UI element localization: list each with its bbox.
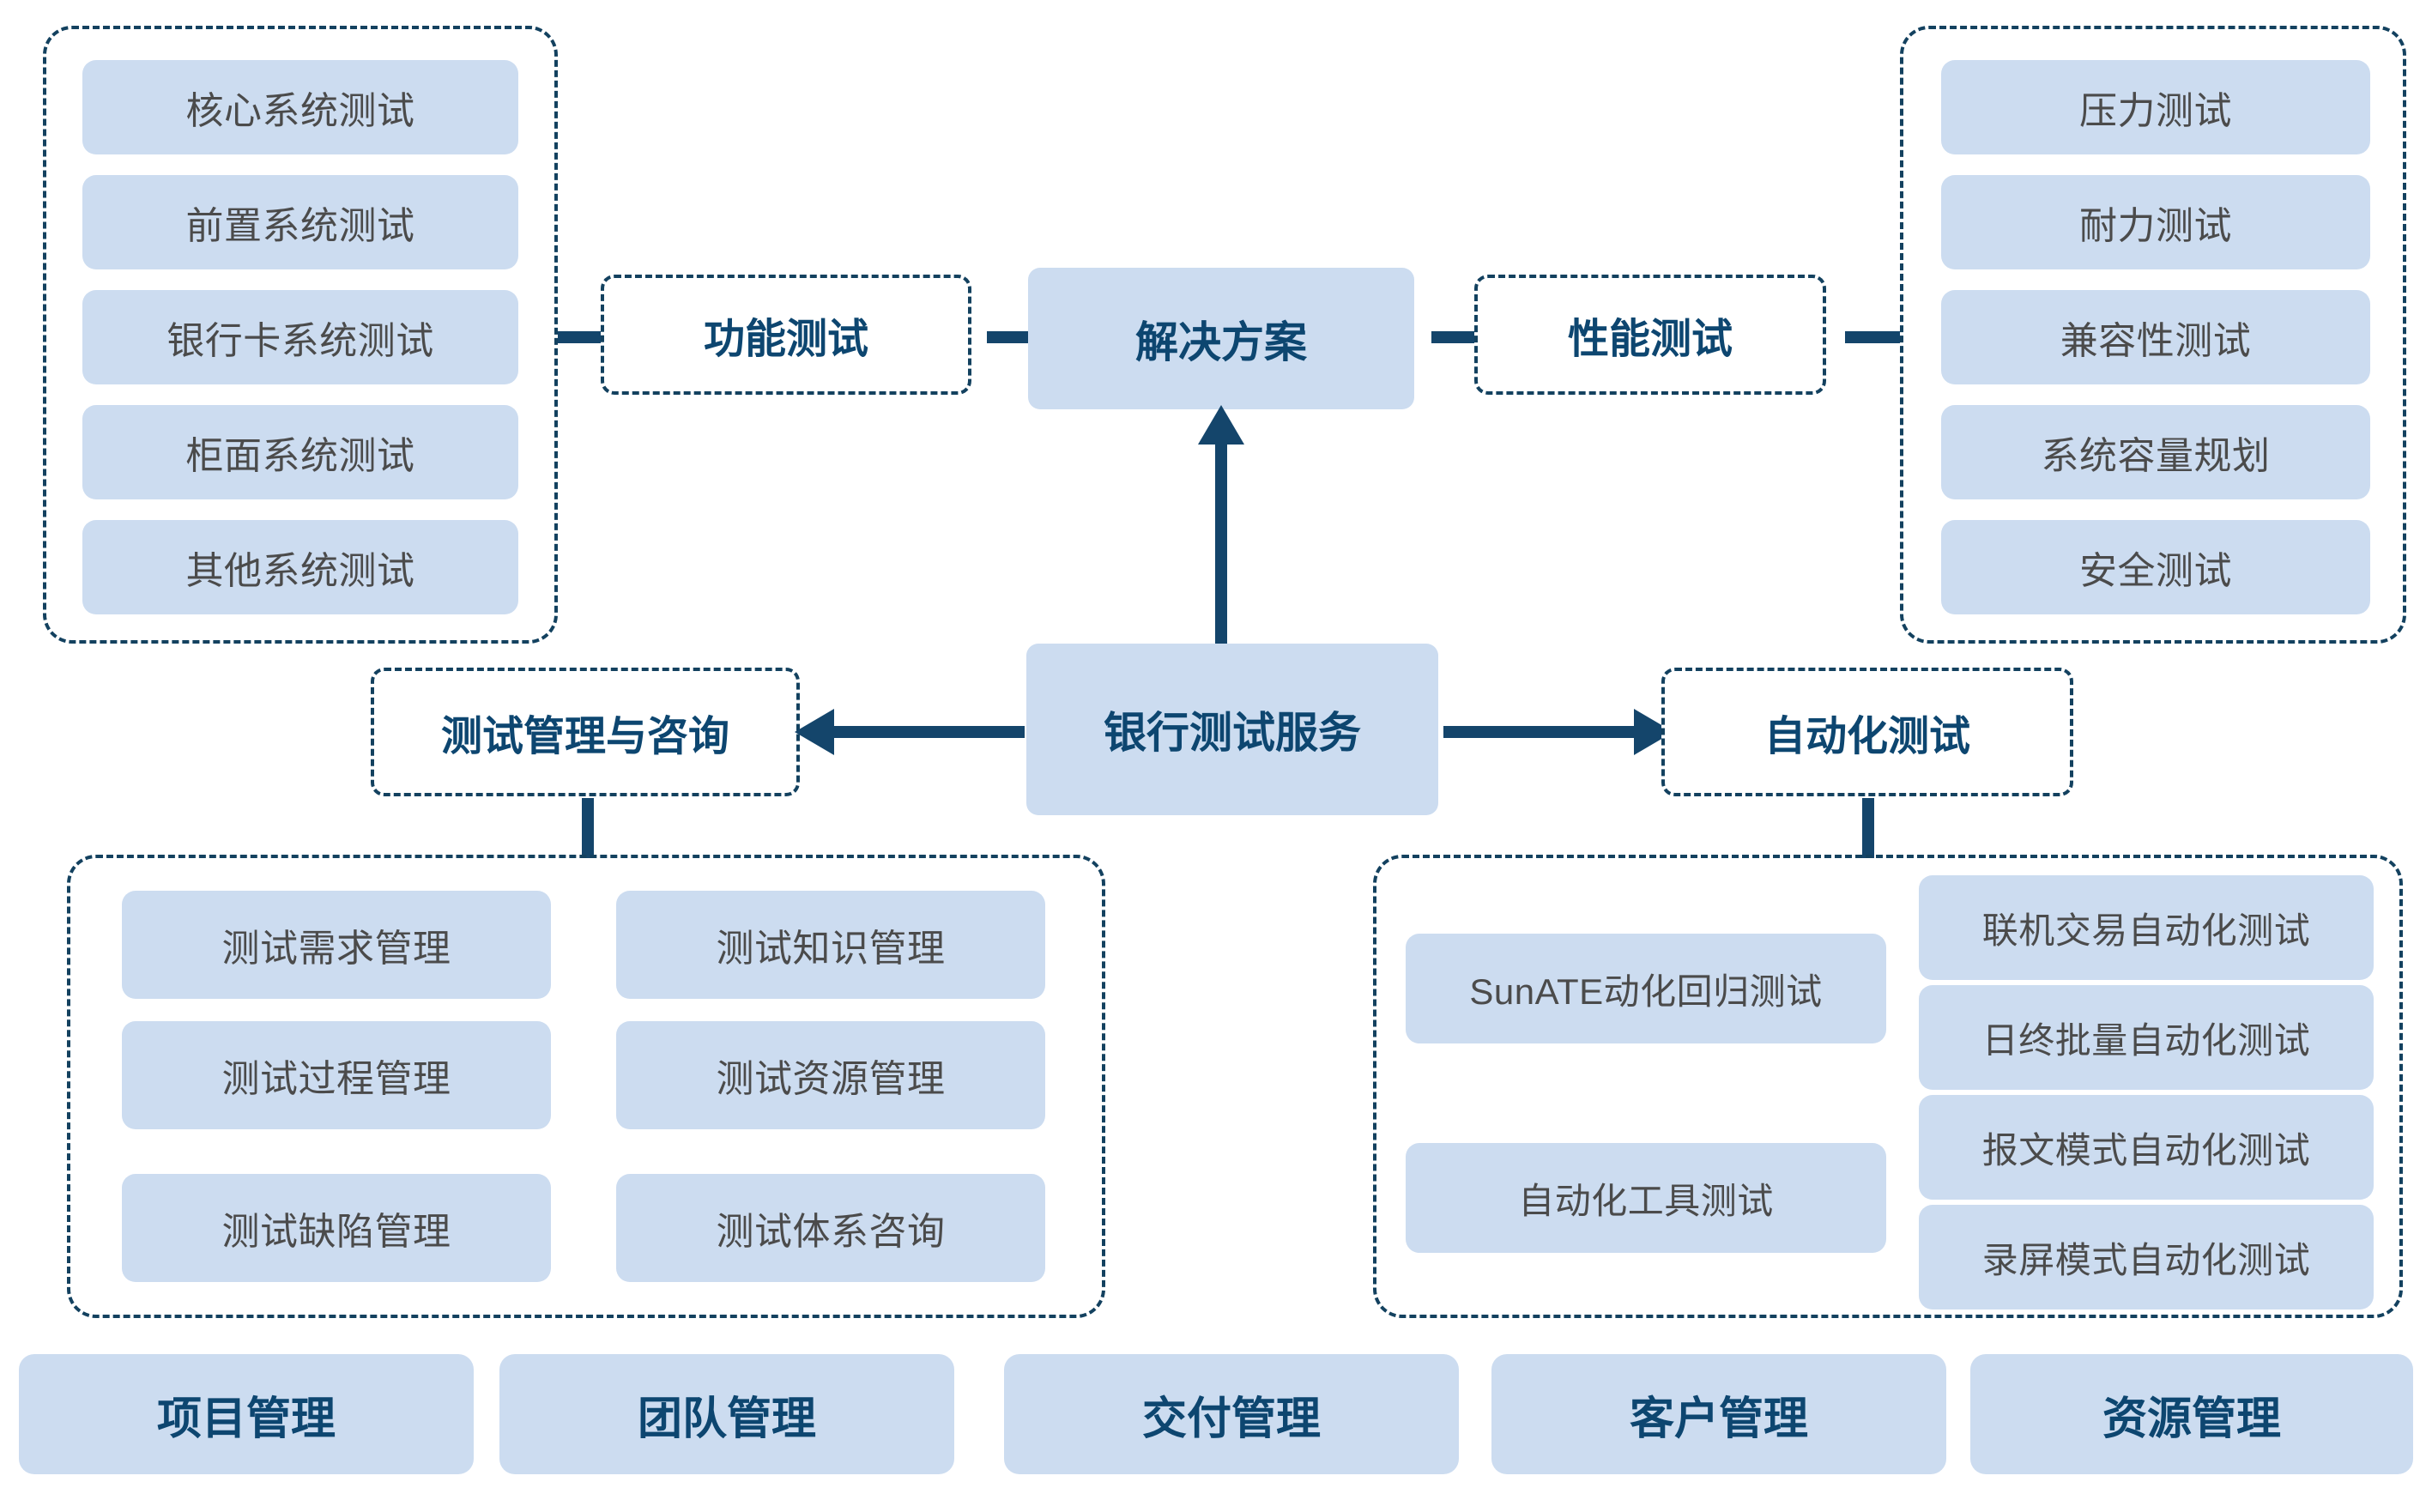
pill-performance-0[interactable]: 压力测试: [1941, 60, 2370, 154]
pill-performance-1[interactable]: 耐力测试: [1941, 175, 2370, 269]
node-functional-test[interactable]: 功能测试: [601, 275, 971, 395]
connector-service-management-arrowhead: [795, 709, 834, 755]
pill-management-left-0[interactable]: 测试需求管理: [122, 891, 551, 999]
pill-performance-2[interactable]: 兼容性测试: [1941, 290, 2370, 384]
pill-performance-3[interactable]: 系统容量规划: [1941, 405, 2370, 499]
management-group: [67, 855, 1105, 1318]
performance-test-group: [1900, 26, 2406, 644]
bottom-card-0[interactable]: 项目管理: [19, 1354, 474, 1474]
connector-service-solution-arrowhead: [1198, 405, 1244, 445]
connector-performance-group: [1845, 331, 1900, 343]
pill-management-left-1[interactable]: 测试过程管理: [122, 1021, 551, 1129]
bottom-card-3[interactable]: 客户管理: [1491, 1354, 1946, 1474]
pill-management-right-0[interactable]: 测试知识管理: [616, 891, 1045, 999]
pill-automation-left-0[interactable]: SunATE动化回归测试: [1406, 934, 1886, 1043]
pill-functional-4[interactable]: 其他系统测试: [82, 520, 518, 614]
functional-test-group: [43, 26, 558, 644]
pill-functional-1[interactable]: 前置系统测试: [82, 175, 518, 269]
connector-automation-group: [1862, 798, 1874, 858]
bottom-card-1[interactable]: 团队管理: [499, 1354, 954, 1474]
pill-management-left-2[interactable]: 测试缺陷管理: [122, 1174, 551, 1282]
node-solution[interactable]: 解决方案: [1028, 268, 1414, 409]
connector-service-solution-line: [1215, 429, 1227, 648]
connector-service-management-line: [834, 726, 1025, 738]
connector-functional-group: [558, 331, 613, 343]
pill-performance-4[interactable]: 安全测试: [1941, 520, 2370, 614]
automation-group: [1373, 855, 2403, 1318]
pill-automation-right-1[interactable]: 日终批量自动化测试: [1919, 985, 2374, 1090]
connector-management-group: [582, 798, 594, 858]
pill-management-right-2[interactable]: 测试体系咨询: [616, 1174, 1045, 1282]
pill-functional-3[interactable]: 柜面系统测试: [82, 405, 518, 499]
pill-automation-right-2[interactable]: 报文模式自动化测试: [1919, 1095, 2374, 1200]
pill-automation-right-0[interactable]: 联机交易自动化测试: [1919, 875, 2374, 980]
node-performance-test[interactable]: 性能测试: [1474, 275, 1826, 395]
node-bank-test-service[interactable]: 银行测试服务: [1026, 644, 1438, 815]
connector-solution-performance: [1431, 331, 1486, 343]
node-test-management[interactable]: 测试管理与咨询: [371, 668, 800, 796]
pill-automation-left-1[interactable]: 自动化工具测试: [1406, 1143, 1886, 1253]
pill-functional-2[interactable]: 银行卡系统测试: [82, 290, 518, 384]
pill-functional-0[interactable]: 核心系统测试: [82, 60, 518, 154]
bottom-card-4[interactable]: 资源管理: [1970, 1354, 2413, 1474]
node-automation-test[interactable]: 自动化测试: [1661, 668, 2073, 796]
connector-service-automation-line: [1443, 726, 1634, 738]
pill-management-right-1[interactable]: 测试资源管理: [616, 1021, 1045, 1129]
pill-automation-right-3[interactable]: 录屏模式自动化测试: [1919, 1205, 2374, 1309]
bottom-card-2[interactable]: 交付管理: [1004, 1354, 1459, 1474]
